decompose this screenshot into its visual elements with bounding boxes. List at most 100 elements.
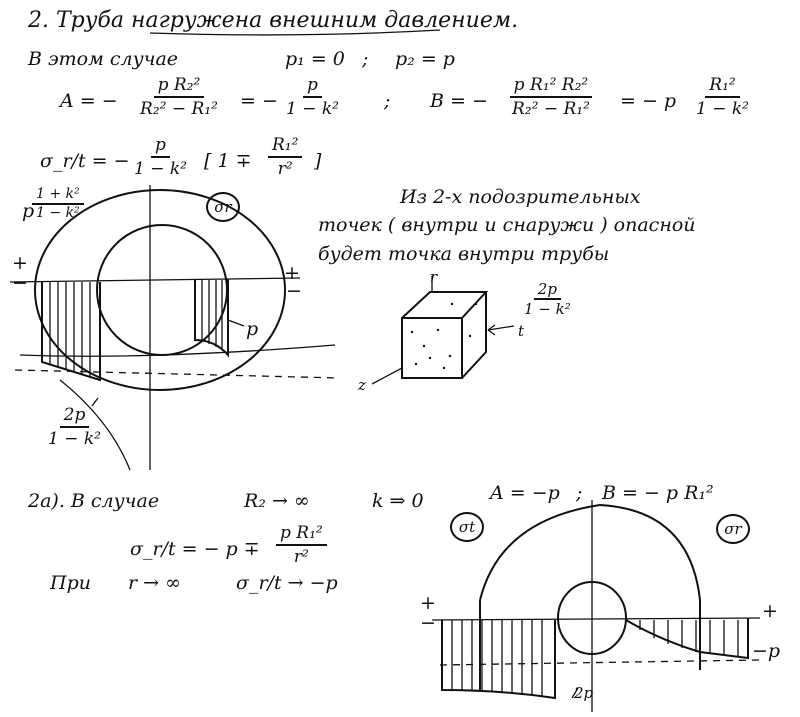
fig1-inner-circle: [96, 224, 228, 356]
case2a-intro: 2а). В случае: [28, 490, 160, 512]
case-line: В этом случае: [28, 48, 179, 70]
eq-a-mid: = −: [240, 90, 278, 112]
element-cube: [371, 276, 515, 385]
fig1-stress-curve: [19, 344, 336, 357]
case2a-limit-intro: При: [50, 572, 91, 594]
eq-b-fraction-1: p R₁² R₂² R₂² − R₁²: [508, 74, 594, 120]
case2a-separator: ;: [576, 482, 583, 504]
fig2-right-hatch-lines: [639, 620, 739, 657]
fig1-outer-circle: [34, 189, 286, 391]
fig1-top-label-fraction: 1 + k² 1 − k²: [32, 186, 84, 222]
fig2-plus-left: +: [420, 592, 436, 614]
p2-condition: p₂ = p: [395, 48, 455, 70]
eq-b-frac2-den: 1 − k²: [696, 99, 749, 119]
fig1-minus-left: −: [12, 272, 28, 294]
p1-condition: p₁ = 0: [285, 48, 345, 70]
cube-side-face: [461, 292, 487, 379]
fig1-bottom-label-num: 2p: [59, 404, 90, 428]
element-label-t: t: [518, 322, 525, 340]
fig1-bottom-label-fraction: 2p 1 − k²: [44, 404, 105, 450]
eq-b-frac2-num: R₁²: [705, 74, 740, 98]
case2a-sigma-num: p R₁²: [276, 522, 327, 546]
eq-sigma-frac2-num: R₁²: [268, 134, 303, 158]
fig2-right-hatch: [625, 618, 749, 660]
eq-a-fraction-1: p R₂² R₂² − R₁²: [136, 74, 222, 120]
eq-a-lhs: A = −: [60, 90, 118, 112]
heading-underline: [149, 29, 441, 36]
eq-a-frac2-num: p: [303, 74, 322, 98]
eq-sigma-bracket-close: ]: [314, 150, 322, 172]
cube-t-arrow: [487, 325, 515, 331]
fig1-tube: [9, 185, 341, 471]
fig1-lower-arc: [59, 379, 131, 471]
case2a-sigma-fraction: p R₁² r²: [276, 522, 327, 568]
fig2-right-hatch-outline: [625, 618, 749, 660]
case2a-A: A = −p: [490, 482, 560, 504]
eq-sigma-frac2-den: r²: [277, 159, 293, 179]
case2a-B: B = − p R₁²: [602, 482, 714, 504]
fig2-2p-leader: [571, 687, 579, 699]
fig1-left-hatch: [41, 282, 101, 382]
problem-heading: 2. Труба нагружена внешним давлением.: [28, 8, 519, 33]
fig1-horizontal-axis: [9, 277, 301, 283]
element-label-z: z: [358, 376, 366, 394]
fig2-dashed-line: [439, 659, 761, 666]
fig1-left-hatch-outline: [41, 282, 101, 382]
case2a-sigma-lhs: σ_r/t = − p ∓: [130, 538, 260, 560]
eq-a-frac1-den: R₂² − R₁²: [140, 99, 218, 119]
fig2-plus-right: +: [762, 600, 778, 622]
element-label-r: r: [430, 268, 438, 286]
condition-separator: ;: [362, 48, 369, 70]
fig2-outer-arc: [479, 503, 701, 670]
fig1-top-label-den: 1 − k²: [36, 205, 80, 221]
eq-a-frac1-num: p R₂²: [153, 74, 205, 98]
fig1-label-p: p: [246, 318, 259, 340]
eq-b-fraction-2: R₁² 1 − k²: [692, 74, 753, 120]
element-stress-den: 1 − k²: [524, 300, 571, 318]
fig1-bottom-arrow: [91, 397, 99, 407]
fig2-horizontal-axis: [431, 617, 761, 621]
cube-front-face: [401, 317, 463, 379]
eq-b-frac1-den: R₂² − R₁²: [512, 99, 590, 119]
element-stress-num: 2p: [533, 280, 561, 300]
eq-b-frac1-num: p R₁² R₂²: [509, 74, 593, 98]
case2a-sigma-den: r²: [293, 547, 309, 567]
eq-sigma-bracket-open: [ 1 ∓: [204, 150, 252, 172]
fig1-bottom-label-den: 1 − k²: [48, 429, 101, 449]
fig2-left-hatch: [441, 620, 556, 700]
fig2-minus-left: −: [420, 612, 436, 634]
eq-sigma-lhs: σ_r/t = −: [40, 150, 130, 172]
fig1-right-hatch-lines: [201, 280, 223, 350]
case2a-limit-result: σ_r/t → −p: [236, 572, 338, 594]
case2a-r2: R₂ → ∞: [244, 490, 310, 512]
fig2-sigma-t-badge: σt: [450, 512, 484, 542]
fig2-minus-p: −p: [752, 640, 781, 662]
fig1-right-hatch: [194, 279, 245, 358]
remark-line-3: будет точка внутри трубы: [318, 243, 610, 265]
fig2-sigma-r-badge: σr: [716, 514, 750, 544]
remark-line-2: точек ( внутри и снаружи ) опасной: [318, 214, 696, 236]
eq-sigma-fraction-2: R₁² r²: [268, 134, 303, 180]
fig1-top-label-prefix: p: [22, 200, 35, 222]
fig2-tube: [431, 500, 761, 712]
eq-a-fraction-2: p 1 − k²: [282, 74, 343, 120]
case2a-k: k ⇒ 0: [372, 490, 424, 512]
fig1-dashed-line: [14, 369, 341, 379]
cube-dots: [410, 302, 478, 370]
eq-b-mid: = − p: [620, 90, 677, 112]
case2a-limit-r: r → ∞: [128, 572, 181, 594]
cube-top-face: [401, 291, 489, 319]
eq-separator: ;: [384, 90, 391, 112]
fig2-label-2p: 2p: [574, 684, 594, 702]
element-stress-fraction: 2p 1 − k²: [520, 280, 575, 318]
cube-z-axis: [371, 367, 403, 385]
remark-line-1: Из 2-х подозрительных: [400, 186, 641, 208]
fig2-left-hatch-lines: [451, 620, 543, 696]
eq-b-lhs: B = −: [430, 90, 488, 112]
fig1-plus-left: +: [12, 252, 28, 274]
cube-t-arrowhead: [487, 324, 496, 336]
fig1-left-hatch-lines: [49, 282, 91, 377]
fig1-p-leader: [227, 319, 245, 327]
